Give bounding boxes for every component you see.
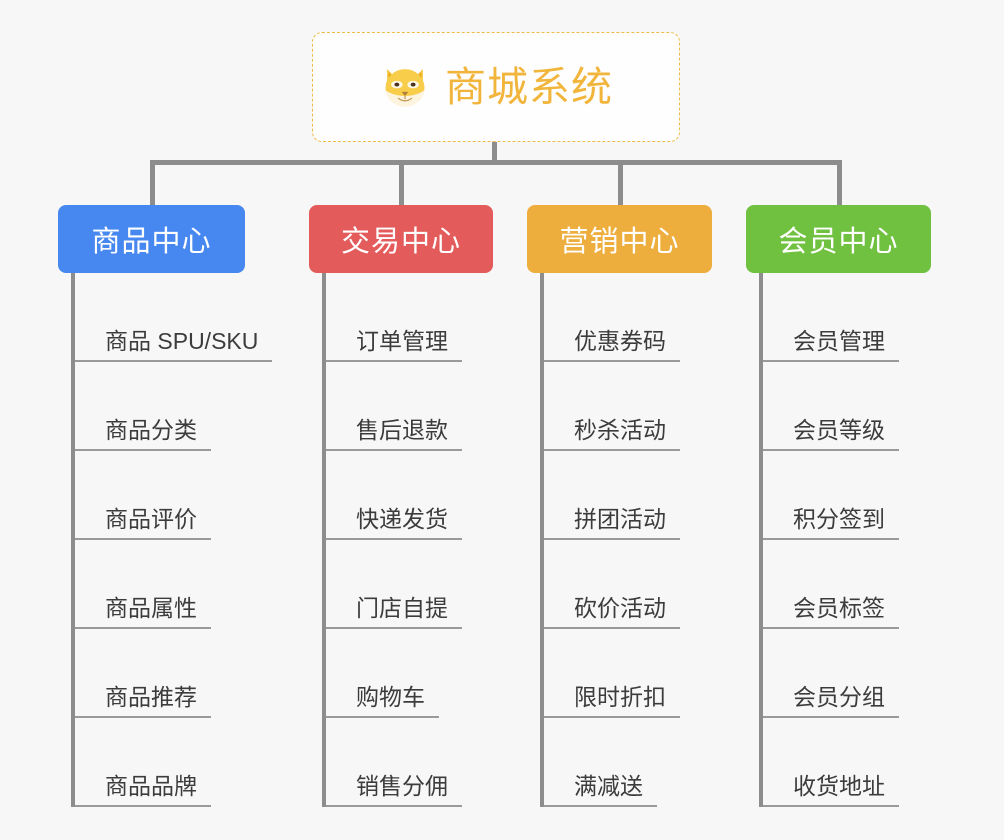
leaf-item-underline: 优惠券码 — [544, 327, 680, 362]
leaf-item[interactable]: 商品属性 — [75, 540, 245, 629]
leaf-item[interactable]: 优惠券码 — [544, 273, 712, 362]
leaf-item-label: 砍价活动 — [574, 594, 666, 621]
category-column-4: 会员中心会员管理会员等级积分签到会员标签会员分组收货地址 — [746, 205, 931, 807]
leaf-item-label: 购物车 — [356, 683, 425, 710]
leaf-item-underline: 会员分组 — [763, 683, 899, 718]
leaf-item-underline: 拼团活动 — [544, 505, 680, 540]
leaf-item-label: 收货地址 — [793, 772, 885, 799]
leaf-item[interactable]: 限时折扣 — [544, 629, 712, 718]
leaf-item-label: 会员分组 — [793, 683, 885, 710]
leaf-item[interactable]: 满减送 — [544, 718, 712, 807]
leaf-item[interactable]: 收货地址 — [763, 718, 931, 807]
leaf-item-underline: 门店自提 — [326, 594, 462, 629]
leaf-item[interactable]: 会员等级 — [763, 362, 931, 451]
leaf-item-underline: 积分签到 — [763, 505, 899, 540]
leaf-item-underline: 商品评价 — [75, 505, 211, 540]
leaf-item-label: 门店自提 — [356, 594, 448, 621]
category-column-2: 交易中心订单管理售后退款快递发货门店自提购物车销售分佣 — [309, 205, 493, 807]
leaf-item-label: 限时折扣 — [574, 683, 666, 710]
leaf-item-underline: 商品 SPU/SKU — [75, 327, 273, 362]
leaf-item-label: 优惠券码 — [574, 327, 666, 354]
leaf-item-label: 快递发货 — [356, 505, 448, 532]
connector-horizontal-bus — [150, 160, 839, 165]
leaf-item[interactable]: 快递发货 — [326, 451, 493, 540]
root-node-mall-system[interactable]: 商城系统 — [312, 32, 680, 142]
category-header-3[interactable]: 营销中心 — [527, 205, 712, 273]
leaf-item[interactable]: 秒杀活动 — [544, 362, 712, 451]
leaf-item[interactable]: 砍价活动 — [544, 540, 712, 629]
leaf-item[interactable]: 商品分类 — [75, 362, 245, 451]
leaf-item-underline: 会员管理 — [763, 327, 899, 362]
leaf-item-label: 商品推荐 — [105, 683, 197, 710]
leaf-item[interactable]: 销售分佣 — [326, 718, 493, 807]
leaf-item-label: 会员标签 — [793, 594, 885, 621]
leaf-item[interactable]: 商品 SPU/SKU — [75, 273, 273, 362]
leaf-item[interactable]: 订单管理 — [326, 273, 493, 362]
category-header-2[interactable]: 交易中心 — [309, 205, 493, 273]
leaf-item[interactable]: 会员分组 — [763, 629, 931, 718]
leaf-item-underline: 快递发货 — [326, 505, 462, 540]
leaf-item[interactable]: 会员标签 — [763, 540, 931, 629]
leaf-item-label: 商品 SPU/SKU — [105, 327, 259, 354]
connector-drop-3 — [617, 160, 623, 206]
leaf-item[interactable]: 商品评价 — [75, 451, 245, 540]
leaf-item-underline: 会员等级 — [763, 416, 899, 451]
leaf-spine-3: 优惠券码秒杀活动拼团活动砍价活动限时折扣满减送 — [540, 273, 712, 807]
leaf-item-underline: 订单管理 — [326, 327, 462, 362]
leaf-item[interactable]: 商品品牌 — [75, 718, 245, 807]
leaf-item[interactable]: 会员管理 — [763, 273, 931, 362]
leaf-item-label: 商品品牌 — [105, 772, 197, 799]
leaf-item-underline: 满减送 — [544, 772, 657, 807]
shiba-dog-face-icon — [385, 69, 425, 108]
category-header-label: 交易中心 — [340, 226, 461, 258]
leaf-item-underline: 商品属性 — [75, 594, 211, 629]
leaf-item[interactable]: 商品推荐 — [75, 629, 245, 718]
category-column-3: 营销中心优惠券码秒杀活动拼团活动砍价活动限时折扣满减送 — [527, 205, 712, 807]
connector-drop-2 — [399, 160, 404, 206]
category-header-4[interactable]: 会员中心 — [746, 205, 931, 273]
category-header-label: 会员中心 — [778, 226, 899, 258]
leaf-item-label: 会员等级 — [793, 416, 885, 443]
leaf-item-label: 会员管理 — [793, 327, 885, 354]
leaf-item-label: 商品分类 — [105, 416, 197, 443]
leaf-item-underline: 砍价活动 — [544, 594, 680, 629]
leaf-item-underline: 秒杀活动 — [544, 416, 680, 451]
leaf-spine-2: 订单管理售后退款快递发货门店自提购物车销售分佣 — [322, 273, 493, 807]
leaf-item-underline: 商品推荐 — [75, 683, 211, 718]
leaf-item-underline: 售后退款 — [326, 416, 462, 451]
leaf-item-underline: 销售分佣 — [326, 772, 462, 807]
leaf-item-underline: 限时折扣 — [544, 683, 680, 718]
leaf-spine-4: 会员管理会员等级积分签到会员标签会员分组收货地址 — [759, 273, 931, 807]
leaf-item-label: 秒杀活动 — [574, 416, 666, 443]
leaf-item[interactable]: 购物车 — [326, 629, 493, 718]
category-header-label: 营销中心 — [559, 226, 680, 258]
leaf-item-label: 拼团活动 — [574, 505, 666, 532]
leaf-item-label: 积分签到 — [793, 505, 885, 532]
category-header-1[interactable]: 商品中心 — [58, 205, 245, 273]
leaf-item-underline: 商品分类 — [75, 416, 211, 451]
leaf-item-label: 商品属性 — [105, 594, 197, 621]
leaf-item[interactable]: 售后退款 — [326, 362, 493, 451]
leaf-item-label: 订单管理 — [356, 327, 448, 354]
leaf-item-label: 满减送 — [574, 772, 643, 799]
root-node-title: 商城系统 — [445, 63, 613, 110]
connector-drop-4 — [836, 160, 842, 206]
category-column-1: 商品中心商品 SPU/SKU 商品分类商品评价商品属性商品推荐商品品牌 — [58, 205, 273, 807]
leaf-item-label: 销售分佣 — [356, 772, 448, 799]
leaf-item-underline: 商品品牌 — [75, 772, 211, 807]
leaf-item-underline: 会员标签 — [763, 594, 899, 629]
connector-drop-1 — [149, 160, 155, 206]
leaf-item[interactable]: 门店自提 — [326, 540, 493, 629]
leaf-item-label: 售后退款 — [356, 416, 448, 443]
connector-root-stem — [492, 142, 497, 163]
leaf-item-underline: 购物车 — [326, 683, 439, 718]
leaf-item-label: 商品评价 — [105, 505, 197, 532]
leaf-item-underline: 收货地址 — [763, 772, 899, 807]
category-header-label: 商品中心 — [91, 226, 212, 258]
leaf-item[interactable]: 拼团活动 — [544, 451, 712, 540]
leaf-item[interactable]: 积分签到 — [763, 451, 931, 540]
leaf-spine-1: 商品 SPU/SKU 商品分类商品评价商品属性商品推荐商品品牌 — [71, 273, 273, 807]
